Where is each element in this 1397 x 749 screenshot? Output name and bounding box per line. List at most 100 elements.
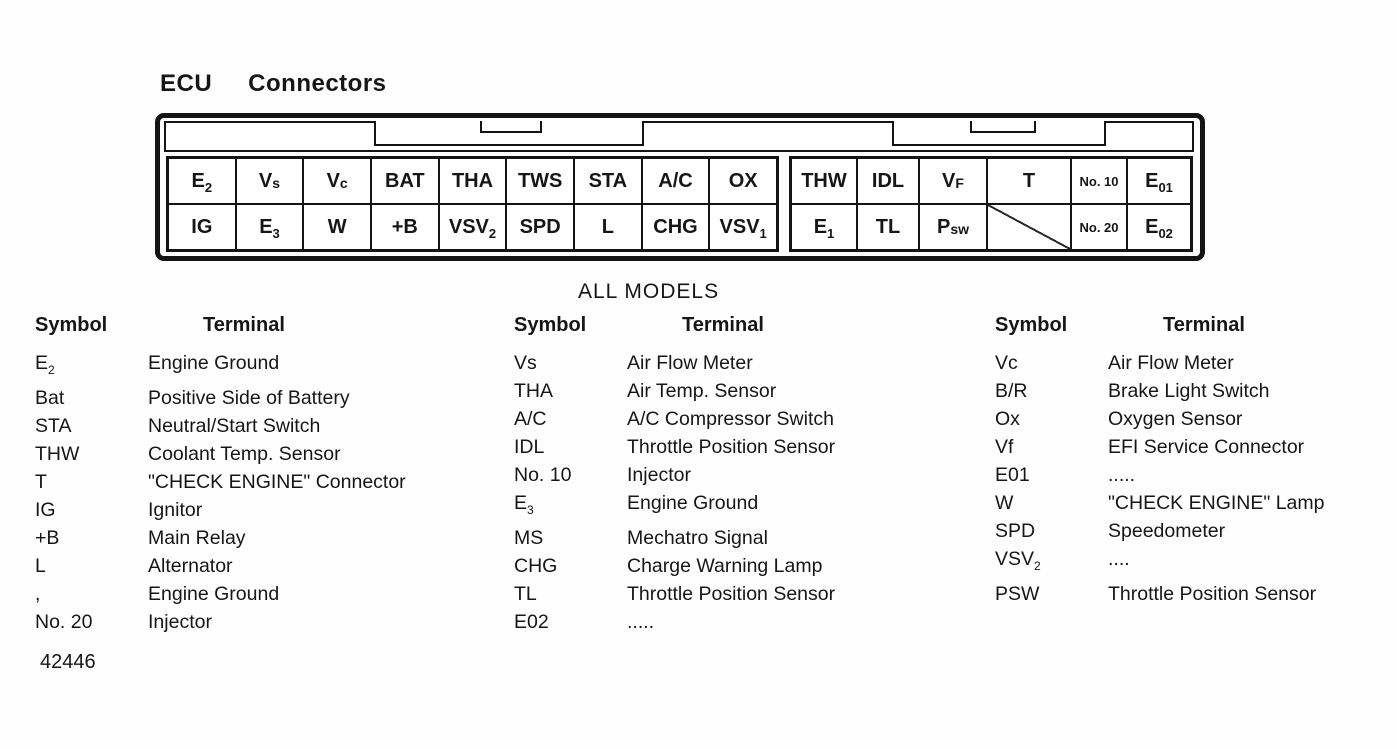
connector-pin-cell: IDL xyxy=(858,159,918,203)
table-header-row: Symbol Terminal xyxy=(35,312,485,338)
table-row: E01..... xyxy=(995,461,1395,489)
table-row: E02..... xyxy=(514,608,964,636)
terminal-cell: Engine Ground xyxy=(148,582,280,605)
symbol-cell: CHG xyxy=(514,554,558,577)
symbol-cell: IDL xyxy=(514,436,545,458)
symbol-cell: SPD xyxy=(995,520,1036,542)
table-row: VSV2.... xyxy=(995,545,1395,580)
symbol-cell: No. 10 xyxy=(514,464,572,486)
terminal-cell: Throttle Position Sensor xyxy=(627,582,836,605)
connector-pin-cell: SPD xyxy=(507,205,573,249)
section-heading: ALL MODELS xyxy=(578,280,720,303)
terminal-cell: Speedometer xyxy=(1108,520,1226,542)
empty-pin-slash-cell xyxy=(988,205,1070,249)
table-row: MS Mechatro Signal xyxy=(514,524,964,552)
terminal-cell: EFI Service Connector xyxy=(1108,436,1305,458)
symbol-cell: L xyxy=(35,554,46,577)
table-row: Bat Positive Side of Battery xyxy=(35,384,485,412)
symbol-cell: MS xyxy=(514,526,544,549)
symbol-column-header: Symbol xyxy=(35,314,108,336)
connector-pin-cell: TWS xyxy=(507,159,573,203)
terminal-cell: Neutral/Start Switch xyxy=(148,414,321,437)
connector-latch-notch xyxy=(480,121,542,133)
connector-pin-cell: A/C xyxy=(642,159,709,203)
symbol-cell: PSW xyxy=(995,582,1040,605)
terminal-cell: Charge Warning Lamp xyxy=(627,554,823,577)
terminal-cell: Throttle Position Sensor xyxy=(1108,582,1317,605)
connector-pin-cell: THA xyxy=(439,159,506,203)
figure-number: 42446 xyxy=(40,651,96,673)
terminal-cell: "CHECK ENGINE" Connector xyxy=(148,470,406,493)
symbol-cell: E3 xyxy=(514,492,534,517)
connector-pin-cell: L xyxy=(574,205,641,249)
connector-pin-cell: BAT xyxy=(371,159,438,203)
symbol-cell: Vf xyxy=(995,436,1014,458)
terminal-cell: Positive Side of Battery xyxy=(148,386,350,409)
connector-latch-tab xyxy=(892,121,1106,146)
table-row: Vf EFI Service Connector xyxy=(995,433,1395,461)
terminal-column-header: Terminal xyxy=(682,314,764,336)
symbol-cell: A/C xyxy=(514,408,547,430)
symbol-cell: THA xyxy=(514,380,553,402)
terminal-cell: A/C Compressor Switch xyxy=(627,408,834,430)
terminal-cell: Air Flow Meter xyxy=(1108,352,1234,374)
terminal-column-header: Terminal xyxy=(203,314,285,336)
connector-pin-cell: OX xyxy=(710,159,776,203)
table-row: T "CHECK ENGINE" Connector xyxy=(35,468,485,496)
symbol-cell: , xyxy=(35,582,41,605)
symbol-cell: Vs xyxy=(514,352,537,374)
symbol-cell: Ox xyxy=(995,408,1020,430)
terminal-table-group-2: Symbol Terminal Vs Air Flow Meter THA Air … xyxy=(514,312,964,636)
symbol-cell: W xyxy=(995,492,1014,514)
symbol-cell: +B xyxy=(35,526,60,549)
symbol-column-header: Symbol xyxy=(514,314,587,336)
table-row: PSW Throttle Position Sensor xyxy=(995,580,1395,608)
terminal-cell: Ignitor xyxy=(148,498,203,521)
table-row: Vs Air Flow Meter xyxy=(514,349,964,377)
terminal-cell: .... xyxy=(1108,548,1130,570)
terminal-cell: Coolant Temp. Sensor xyxy=(148,442,341,465)
connector-top-strip xyxy=(164,121,1194,152)
symbol-cell: T xyxy=(35,470,47,493)
terminal-cell: Air Flow Meter xyxy=(627,352,753,374)
symbol-cell: E01 xyxy=(995,464,1030,486)
connector-pin-cell: W xyxy=(304,205,370,249)
symbol-cell: B/R xyxy=(995,380,1028,402)
table-row: CHG Charge Warning Lamp xyxy=(514,552,964,580)
table-row: E3 Engine Ground xyxy=(514,489,964,524)
table-row: SPD Speedometer xyxy=(995,517,1395,545)
table-header-row: Symbol Terminal xyxy=(514,312,964,338)
terminal-cell: Oxygen Sensor xyxy=(1108,408,1243,430)
terminal-cell: Engine Ground xyxy=(627,492,759,514)
symbol-cell: Bat xyxy=(35,386,65,409)
connector-pin-cell: No. 10 xyxy=(1072,159,1126,203)
symbol-cell: No. 20 xyxy=(35,610,93,633)
terminal-cell: Mechatro Signal xyxy=(627,526,768,549)
table-row: A/C A/C Compressor Switch xyxy=(514,405,964,433)
symbol-cell: VSV2 xyxy=(995,548,1041,573)
terminal-cell: ..... xyxy=(1108,464,1136,486)
connector-pin-cell: T xyxy=(988,159,1070,203)
terminal-cell: Brake Light Switch xyxy=(1108,380,1270,402)
symbol-cell: E2 xyxy=(35,352,55,377)
